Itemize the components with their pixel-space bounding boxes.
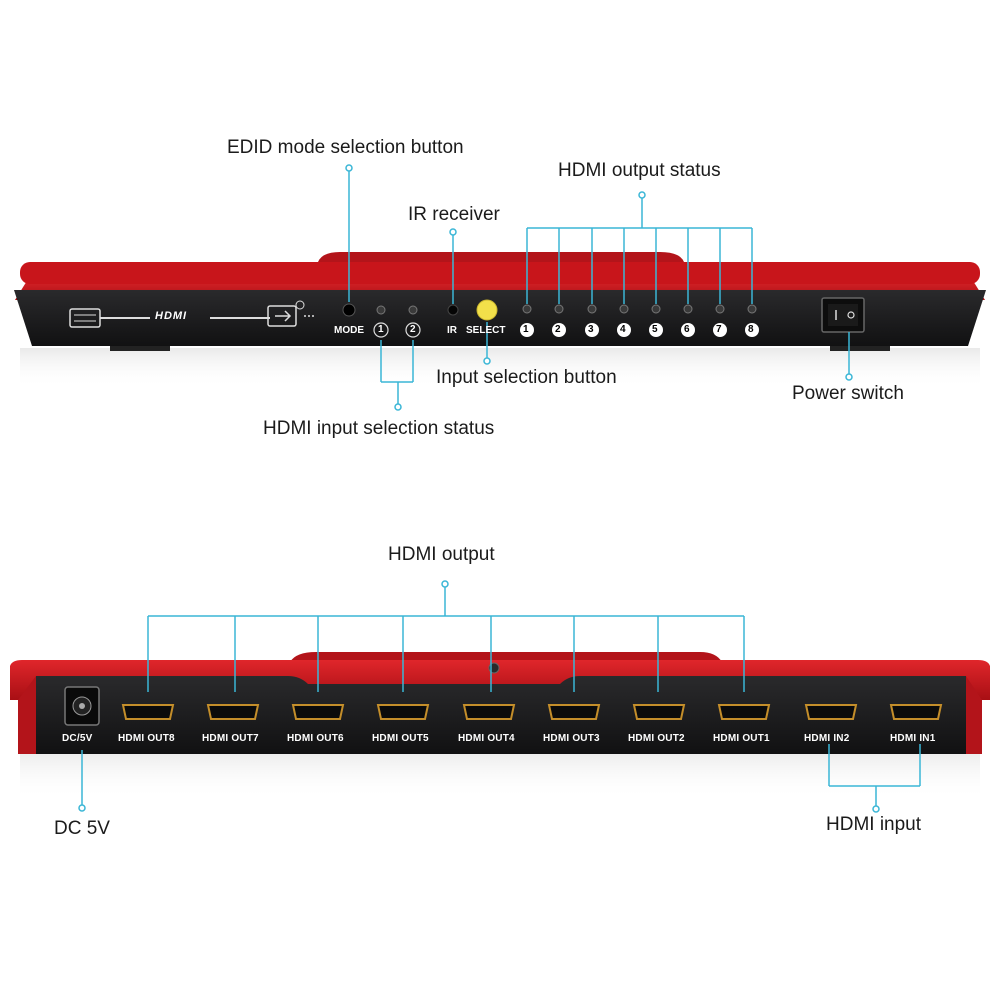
rear-callout-lines: [78, 580, 921, 813]
select-button: [476, 299, 498, 321]
output-led-label: 8: [748, 324, 754, 335]
hdmi-ports: [121, 704, 943, 720]
power-switch-callout: Power switch: [792, 383, 904, 404]
front-callout-lines: [345, 164, 853, 411]
ir-receiver: [447, 304, 459, 316]
ir-label: IR: [447, 325, 457, 336]
dc-callout: DC 5V: [54, 818, 110, 839]
rear-reflection: [20, 752, 980, 800]
rear-red-lip: [290, 652, 722, 662]
hdmi-cable-icon: [69, 308, 270, 328]
port-label-out8: HDMI OUT8: [118, 733, 175, 744]
port-label-out1: HDMI OUT1: [713, 733, 770, 744]
power-switch: [821, 297, 865, 333]
output-led-label: 5: [652, 324, 658, 335]
port-label-out4: HDMI OUT4: [458, 733, 515, 744]
front-top-hump: [318, 252, 684, 262]
output-led-label: 4: [620, 324, 626, 335]
port-label-in2: HDMI IN2: [804, 733, 850, 744]
mode-button: [342, 303, 356, 317]
input2-label: 2: [410, 324, 416, 335]
output-led-label: 3: [588, 324, 594, 335]
front-black-face: [14, 290, 986, 346]
dc-jack: [64, 686, 100, 726]
input-selection-callout: Input selection button: [436, 367, 617, 388]
mode-label: MODE: [334, 325, 364, 336]
ir-receiver-callout: IR receiver: [408, 204, 500, 225]
edid-mode-callout: EDID mode selection button: [227, 137, 464, 158]
port-label-out7: HDMI OUT7: [202, 733, 259, 744]
output-led-label: 2: [555, 324, 561, 335]
hdmi-output-callout: HDMI output: [388, 544, 495, 565]
port-label-out5: HDMI OUT5: [372, 733, 429, 744]
output-leds: [520, 304, 759, 337]
front-panel-device: [14, 164, 986, 411]
output-led-label: 7: [716, 324, 722, 335]
dc-label: DC/5V: [62, 733, 93, 744]
input1-label: 1: [378, 324, 384, 335]
input-selection-status-callout: HDMI input selection status: [263, 418, 495, 439]
output-led-label: 1: [523, 324, 529, 335]
hdmi-input-callout: HDMI input: [826, 814, 922, 835]
display-icon: [267, 300, 314, 327]
rear-panel-device: [10, 580, 990, 813]
front-reflection: [20, 348, 980, 388]
port-label-out3: HDMI OUT3: [543, 733, 600, 744]
hdmi-output-status-callout: HDMI output status: [558, 160, 721, 181]
port-label-in1: HDMI IN1: [890, 733, 936, 744]
select-label: SELECT: [466, 325, 506, 336]
hdmi-logo-text: HDMI: [155, 310, 188, 322]
output-led-label: 6: [684, 324, 690, 335]
port-label-out6: HDMI OUT6: [287, 733, 344, 744]
port-label-out2: HDMI OUT2: [628, 733, 685, 744]
